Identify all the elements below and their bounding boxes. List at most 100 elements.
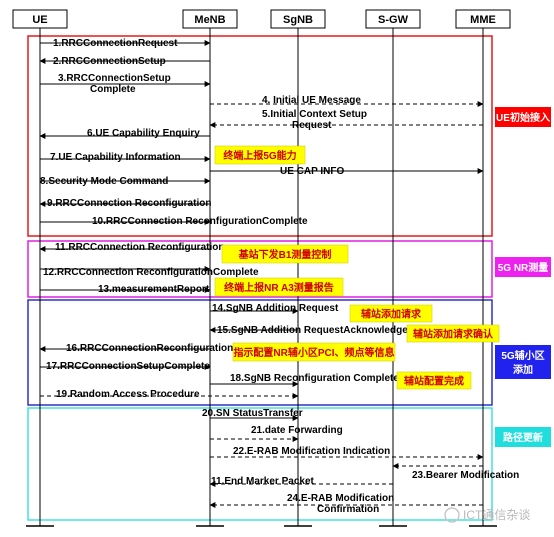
phase-tag-box	[495, 427, 551, 447]
message-8: UE CAP INFO	[210, 166, 484, 177]
phase-frame-secondary-node-add	[27, 299, 493, 406]
phase-tag-label: 路径更新	[503, 431, 543, 444]
message-label: 13.measurementReport	[98, 284, 210, 295]
annotation-box	[396, 371, 472, 390]
entity-sgw: S-GW	[365, 9, 421, 29]
message-14: 13.measurementReport	[40, 284, 211, 295]
annotation-box	[406, 324, 500, 343]
message-label: 2.RRCConnectionSetup	[53, 56, 166, 67]
annotation-note-1: 终端上报5G能力	[214, 145, 306, 165]
annotation-label: 辅站添加请求确认	[413, 328, 494, 341]
phase-tag-label: UE初始接入	[496, 111, 550, 124]
annotation-label: 指示配置NR辅小区PCI、频点等信息	[233, 346, 394, 359]
annotation-box	[349, 304, 433, 323]
annotation-box	[214, 145, 306, 165]
watermark-logo-icon	[444, 507, 460, 523]
annotation-note-7: 辅站配置完成	[396, 371, 472, 390]
message-4: 4. Initial UE Message	[210, 95, 484, 107]
annotation-note-5: 辅站添加请求确认	[406, 324, 500, 343]
message-19: 18.SgNB Reconfiguration Complete	[210, 373, 399, 387]
message-7: 7.UE Capability Information	[40, 152, 211, 163]
message-16: 15.SgNB Addition RequestAcknowledge	[209, 325, 408, 336]
phase-tag-path-update: 路径更新	[495, 427, 551, 447]
message-label: UE CAP INFO	[280, 166, 344, 177]
annotation-note-4: 辅站添加请求	[349, 304, 433, 323]
phase-tag-box	[495, 257, 551, 277]
annotation-label: 终端上报NR A3测量报告	[224, 281, 334, 294]
message-10: 9.RRCConnection Reconfiguration	[39, 198, 211, 209]
phase-tag-nr-measurement: 5G NR测量	[495, 257, 551, 277]
message-20: 19.Random Access Procedure	[40, 389, 299, 400]
watermark: ICT通信杂谈	[444, 507, 530, 523]
message-22: 21.date Forwarding	[210, 425, 343, 442]
phase-tag-label: 5G NR测量	[498, 261, 549, 274]
message-label: 22.E-RAB Modification Indication	[233, 446, 390, 457]
message-21: 20.SN StatusTransfer	[202, 408, 303, 421]
message-label: 7.UE Capability Information	[50, 152, 181, 163]
message-label: 11.End Marker Packet	[211, 476, 315, 487]
entity-box	[455, 9, 511, 29]
entity-box	[12, 9, 68, 29]
message-label: 19.Random Access Procedure	[56, 389, 200, 400]
message-label: 16.RRCConnectionReconfiguration	[66, 343, 233, 354]
message-label: 18.SgNB Reconfiguration Complete	[230, 373, 399, 384]
entity-sgnb: SgNB	[270, 9, 326, 29]
message-label: 20.SN StatusTransfer	[202, 408, 303, 419]
message-17: 16.RRCConnectionReconfiguration	[39, 343, 233, 354]
message-label: 15.SgNB Addition RequestAcknowledge	[217, 325, 408, 336]
message-12: 11.RRCConnection Reconfiguration	[39, 242, 224, 253]
phase-tag-box	[495, 107, 551, 127]
watermark-text: ICT通信杂谈	[463, 508, 530, 522]
annotation-note-6: 指示配置NR辅小区PCI、频点等信息	[232, 342, 396, 362]
entity-box	[182, 9, 238, 29]
entity-box	[365, 9, 421, 29]
phase-tag-initial-attach: UE初始接入	[495, 107, 551, 127]
message-label: 17.RRCConnectionSetupComplete	[46, 361, 210, 372]
message-label: 9.RRCConnection Reconfiguration	[47, 198, 211, 209]
entity-label: MME	[470, 14, 496, 26]
phase-tag-box	[495, 345, 551, 379]
message-label: 1.RRCConnectionRequest	[53, 38, 178, 49]
entity-ue: UE	[12, 9, 68, 29]
annotation-note-2: 基站下发B1测量控制	[221, 244, 349, 264]
message-label: 14.SgNB Addition Request	[212, 303, 339, 314]
message-label: 4. Initial UE Message	[262, 95, 361, 106]
message-label: 11.RRCConnection Reconfiguration	[55, 242, 224, 253]
message-1: 1.RRCConnectionRequest	[40, 38, 211, 49]
message-label: 21.date Forwarding	[251, 425, 343, 436]
annotation-label: 基站下发B1测量控制	[238, 248, 332, 261]
message-6: 6.UE Capability Enquiry	[39, 128, 210, 139]
message-15: 14.SgNB Addition Request	[210, 303, 339, 314]
message-label: 10.RRCConnection ReconfigurationComplete	[92, 216, 308, 227]
phase-tag-label: 5G辅小区添加	[501, 349, 544, 376]
entity-label: MeNB	[194, 14, 225, 26]
phase-tag-secondary-node-add: 5G辅小区添加	[495, 345, 551, 379]
message-label: 6.UE Capability Enquiry	[87, 128, 200, 139]
annotation-box	[214, 277, 344, 297]
entity-box	[270, 9, 326, 29]
message-2: 2.RRCConnectionSetup	[39, 56, 210, 67]
message-13: 12.RRCConnection ReconfigurationComplete	[40, 266, 259, 278]
entity-label: SgNB	[283, 14, 313, 26]
annotation-box	[232, 342, 396, 362]
message-label: 12.RRCConnection ReconfigurationComplete	[43, 267, 259, 278]
annotation-note-3: 终端上报NR A3测量报告	[214, 277, 344, 297]
message-18: 17.RRCConnectionSetupComplete	[40, 361, 211, 372]
message-9: 8.Security Mode Command	[40, 176, 211, 187]
entity-label: UE	[32, 14, 47, 26]
phase-frame-initial-attach	[27, 35, 493, 237]
message-label: 8.Security Mode Command	[40, 176, 168, 187]
message-25: 11.End Marker Packet	[209, 476, 393, 487]
annotation-label: 辅站配置完成	[404, 375, 464, 388]
entity-menb: MeNB	[182, 9, 238, 29]
message-label: 23.Bearer Modification	[412, 470, 519, 481]
phase-frame-nr-measurement	[27, 240, 493, 298]
phase-frame-path-update	[27, 407, 493, 521]
message-24: 23.Bearer Modification	[392, 463, 519, 481]
